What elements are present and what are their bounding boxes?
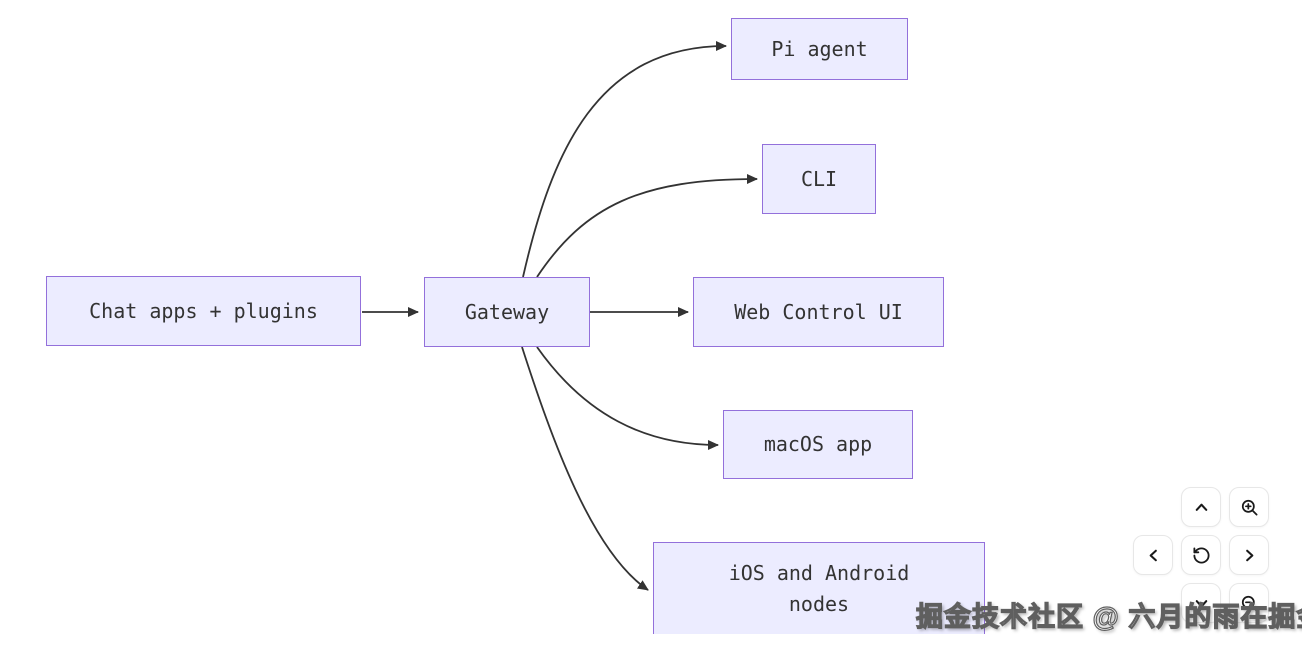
- edge-gateway-ios: [521, 346, 649, 591]
- zoom-in-icon: [1240, 498, 1259, 517]
- pan-left-button[interactable]: [1133, 535, 1173, 575]
- node-gateway: Gateway: [424, 277, 590, 347]
- node-label: Gateway: [464, 299, 550, 324]
- chevron-left-icon: [1145, 547, 1162, 564]
- node-label: Web Control UI: [734, 299, 903, 324]
- edge-gateway-cli: [536, 174, 758, 278]
- chevron-down-icon: [1193, 595, 1210, 612]
- reset-view-button[interactable]: [1181, 535, 1221, 575]
- node-pi-agent: Pi agent: [731, 18, 908, 80]
- node-macos-app: macOS app: [723, 410, 913, 479]
- pan-right-button[interactable]: [1229, 535, 1269, 575]
- chevron-right-icon: [1241, 547, 1258, 564]
- node-web-control-ui: Web Control UI: [693, 277, 944, 347]
- node-label: macOS app: [763, 432, 873, 456]
- edge-gateway-macos: [536, 346, 719, 450]
- zoom-out-button[interactable]: [1229, 583, 1269, 623]
- rotate-ccw-icon: [1192, 546, 1211, 565]
- node-cli: CLI: [762, 144, 876, 214]
- chevron-up-icon: [1193, 499, 1210, 516]
- zoom-in-button[interactable]: [1229, 487, 1269, 527]
- node-label: Chat apps + plugins: [89, 298, 318, 323]
- node-label: iOS and Android nodes: [728, 560, 910, 616]
- node-chat-apps-plugins: Chat apps + plugins: [46, 276, 361, 346]
- node-ios-android-nodes: iOS and Android nodes: [653, 542, 985, 634]
- watermark-text: 掘金技术社区 @ 六月的雨在掘金: [915, 601, 1302, 632]
- pan-zoom-controls: [1133, 487, 1269, 648]
- pan-down-button[interactable]: [1181, 583, 1221, 623]
- zoom-out-icon: [1240, 594, 1259, 613]
- node-label: Pi agent: [771, 36, 868, 61]
- edge-gateway-pi: [522, 41, 727, 278]
- node-label: CLI: [800, 166, 838, 191]
- pan-up-button[interactable]: [1181, 487, 1221, 527]
